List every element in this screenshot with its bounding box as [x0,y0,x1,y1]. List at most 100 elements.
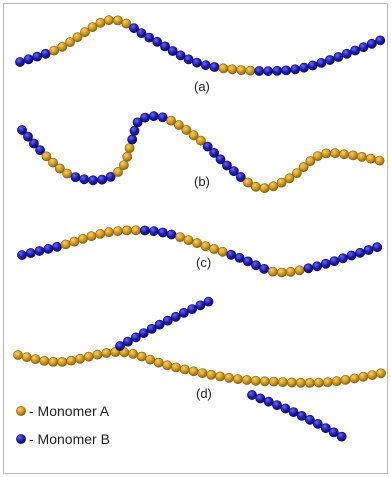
monomer-b-bead [146,323,157,334]
monomer-a-bead [195,135,206,146]
monomer-a-bead [286,377,297,388]
monomer-a-bead [291,168,302,178]
monomer-b-bead [209,147,219,158]
monomer-b-bead [105,171,116,182]
monomer-b-bead [32,51,43,62]
monomer-a-bead [49,45,59,56]
monomer-a-bead-icon [16,406,26,416]
monomer-a-bead [276,177,287,188]
monomer-b-bead [234,252,245,263]
monomer-b-bead [247,390,257,400]
monomer-a-bead [95,17,106,28]
monomer-a-bead [331,376,342,387]
monomer-b-bead [303,263,314,274]
monomer-b-bead [115,341,125,351]
monomer-a-bead [173,120,184,130]
monomer-b-bead [304,414,315,425]
monomer-b-bead [29,138,39,149]
monomer-a-bead [295,377,306,388]
monomer-b-bead [333,52,344,62]
panel-label-b: (b) [194,174,210,189]
monomer-a-bead [130,225,141,236]
monomer-a-bead [48,157,58,168]
monomer-a-bead [298,162,309,173]
monomer-b-bead [195,300,206,311]
monomer-b-bead [320,423,331,433]
chain-d-backbone [13,347,386,388]
monomer-b-bead [202,141,213,152]
monomer-a-bead [119,160,129,170]
monomer-a-bead [321,148,332,159]
monomer-a-bead [294,265,305,276]
monomer-a-bead [113,15,123,26]
monomer-a-bead [367,370,378,380]
monomer-a-bead [312,151,323,161]
monomer-a-bead [188,366,199,377]
monomer-b-bead [187,304,197,314]
monomer-a-bead [245,65,256,76]
monomer-b-bead [226,249,237,260]
monomer-b-bead [170,311,181,322]
monomer-a-bead [171,362,181,373]
monomer-b-bead [228,166,239,177]
monomer-b-bead [178,307,189,318]
monomer-b-bead [263,66,274,76]
monomer-b-bead [136,28,147,38]
monomer-b-bead [336,431,347,442]
monomer-a-bead [65,37,75,48]
monomer-a-bead [181,125,192,135]
monomer-a-bead [250,181,261,192]
chain-a [15,15,386,76]
monomer-a-bead [348,150,358,161]
monomer-a-bead [268,181,279,192]
monomer-b-bead [157,227,168,238]
monomer-a-bead [267,266,278,277]
monomer-a-bead [330,148,341,159]
monomer-a-bead [241,375,252,385]
monomer-a-bead [41,151,52,162]
monomer-b-bead [346,250,357,261]
monomer-b-bead [144,32,155,43]
monomer-a-bead [153,357,164,368]
monomer-a-bead [104,227,114,238]
monomer-a-bead [78,233,88,244]
monomer-a-bead [268,376,279,387]
monomer-b-bead [203,296,214,307]
monomer-a-bead [122,225,132,236]
monomer-a-bead [80,27,90,37]
monomer-a-bead [62,168,73,179]
monomer-b-bead [129,125,140,136]
polymer-chains [13,15,386,442]
monomer-b-bead [40,48,51,59]
monomer-a-bead [48,356,59,367]
monomer-b-bead [341,48,352,59]
chain-d-graft-lower [247,390,347,442]
monomer-a-bead [232,374,243,384]
monomer-a-bead [101,348,112,358]
monomer-a-bead [197,368,208,378]
monomer-a-bead [356,151,367,162]
monomer-b-bead [129,23,139,33]
monomer-a-bead [57,356,68,367]
monomer-a-bead [124,143,135,153]
monomer-a-bead [13,350,23,360]
chain-b [17,111,385,194]
monomer-a-bead [166,115,176,126]
monomer-a-bead [236,65,247,75]
monomer-b-bead [209,62,220,72]
monomer-b-bead [162,315,173,326]
monomer-b-bead [127,134,138,145]
monomer-b-bead [152,36,163,47]
monomer-b-bead [123,336,133,347]
monomer-b-bead [255,393,266,404]
monomer-a-bead [285,266,296,277]
monomer-b-bead [281,65,292,76]
monomer-b-bead [328,427,339,438]
monomer-b-bead [251,260,261,271]
monomer-a-bead [206,369,217,380]
monomer-b-bead [183,54,194,65]
monomer-b-bead [254,66,265,76]
monomer-a-bead-icon [16,406,26,416]
monomer-b-bead [280,403,291,414]
monomer-a-bead [92,349,103,360]
